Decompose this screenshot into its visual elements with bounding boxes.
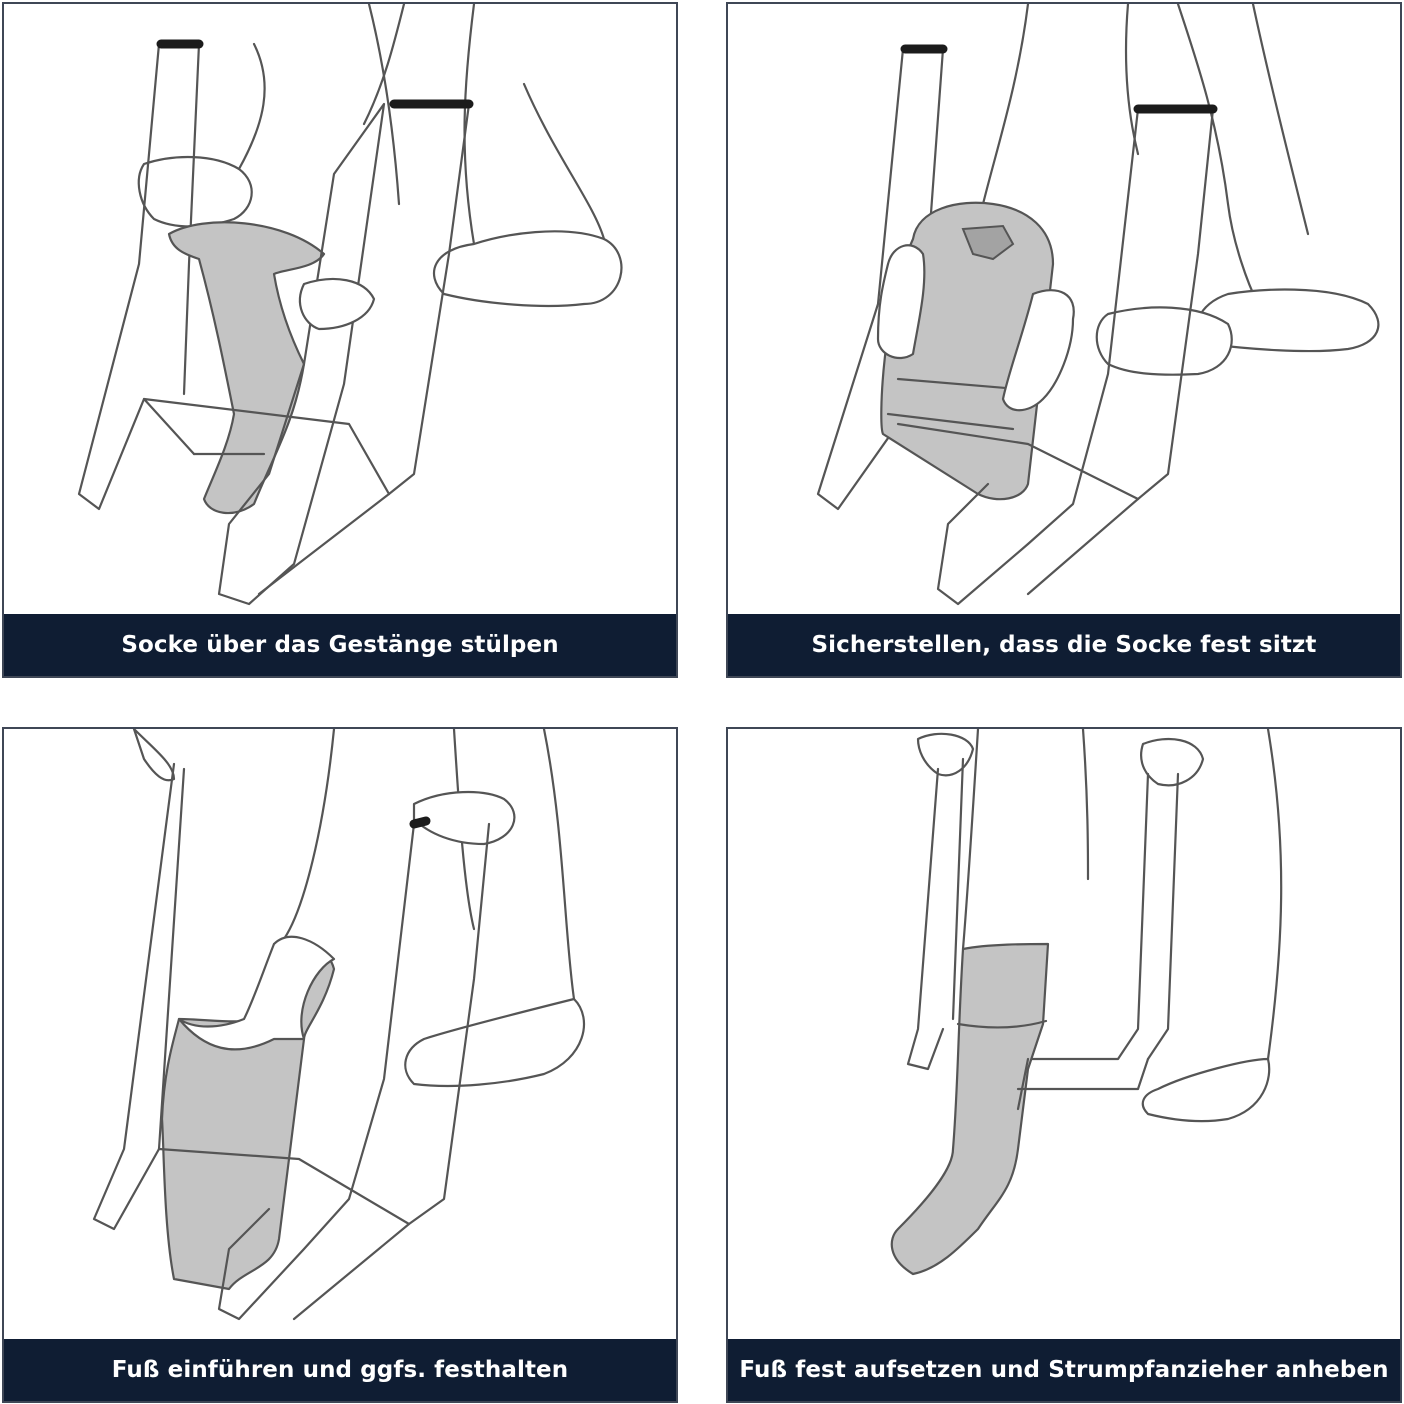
step-4-panel: Fuß fest aufsetzen und Strumpfanzieher a… (726, 727, 1402, 1403)
step-2-caption: Sicherstellen, dass die Socke fest sitzt (728, 614, 1400, 676)
step-1-caption: Socke über das Gestänge stülpen (4, 614, 676, 676)
step-3-illustration (92, 729, 586, 1321)
step-4-illustration (890, 729, 1283, 1276)
step-2-panel: Sicherstellen, dass die Socke fest sitzt (726, 2, 1402, 678)
step-3-panel: Fuß einführen und ggfs. festhalten (2, 727, 678, 1403)
step-3-caption: Fuß einführen und ggfs. festhalten (4, 1339, 676, 1401)
step-1-illustration (77, 4, 623, 606)
step-2-illustration (816, 4, 1380, 606)
step-1-panel: Socke über das Gestänge stülpen (2, 2, 678, 678)
step-4-caption: Fuß fest aufsetzen und Strumpfanzieher a… (728, 1339, 1400, 1401)
